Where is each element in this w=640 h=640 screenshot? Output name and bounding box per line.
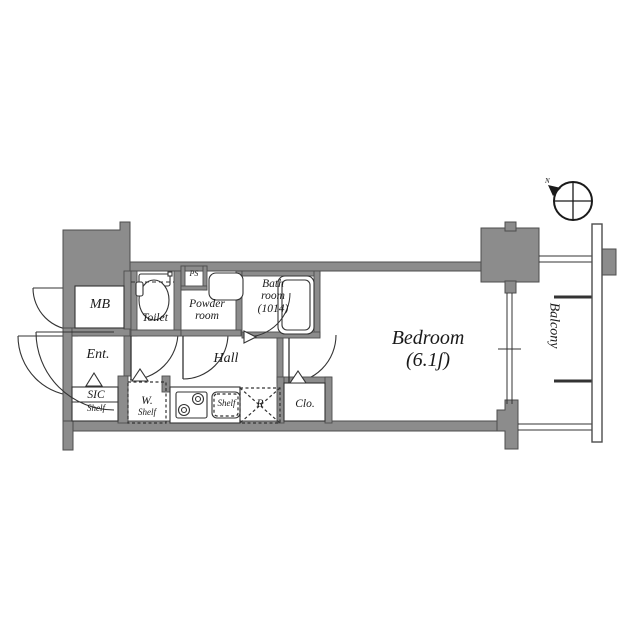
column-right-top — [480, 227, 540, 283]
wall-bottom — [62, 420, 519, 432]
fold-mark-closet — [288, 370, 308, 384]
toilet-fitting — [167, 271, 173, 277]
sliding-doors — [498, 255, 594, 431]
wall-bath-top — [241, 270, 321, 277]
column-right-top-nub — [504, 221, 517, 232]
wall-kitchen-left — [117, 375, 129, 424]
balcony-railing — [591, 223, 603, 443]
wall-toilet-bottom — [130, 329, 182, 337]
wall-ps-bottom — [180, 285, 208, 291]
refrigerator-dashed-outline — [239, 387, 281, 424]
wall-bottom-left-stub — [62, 420, 74, 451]
entrance-door — [35, 331, 115, 411]
arrow-mark-bath — [243, 330, 258, 344]
refrigerator-x-2 — [239, 387, 281, 424]
toilet-lever — [135, 281, 144, 297]
wall-powder-bottom — [180, 329, 242, 337]
column-right-bottom — [496, 399, 519, 450]
fold-mark-wic — [130, 368, 150, 382]
meter-box-outline — [74, 285, 125, 329]
bathtub-inner — [281, 279, 311, 331]
wall-toilet-right — [173, 270, 182, 337]
door-arc-entrance — [35, 331, 115, 411]
fixture-outlines — [71, 271, 326, 424]
north-arrow-label: N — [544, 177, 550, 185]
wall-bath-right — [313, 270, 321, 338]
refrigerator-x-1 — [239, 387, 281, 424]
wall-closet-right — [324, 376, 333, 424]
wall-toilet-left — [130, 270, 138, 337]
sink-outline — [208, 272, 244, 301]
sic-outline — [71, 386, 119, 422]
north-arrow-head — [548, 185, 561, 196]
balcony-rail-vertical — [591, 223, 603, 443]
north-arrow-icon: N — [544, 177, 593, 221]
wall-mb-right — [123, 270, 132, 330]
folding-door-marks — [85, 330, 308, 387]
fold-mark-sic — [85, 371, 103, 387]
dashed-fixtures — [127, 381, 281, 424]
wall-hall-right — [276, 337, 284, 384]
kitchen-shelf-outline — [211, 391, 241, 419]
wall-ent-right — [123, 335, 132, 377]
column-right-bottom-nub — [504, 280, 517, 294]
door-arc-powder-room — [182, 333, 229, 380]
closet-outline — [283, 382, 326, 422]
toilet-bowl — [138, 279, 170, 321]
kitchen-shelf-dashed — [213, 393, 239, 417]
wic-dashed-outline — [127, 381, 167, 424]
